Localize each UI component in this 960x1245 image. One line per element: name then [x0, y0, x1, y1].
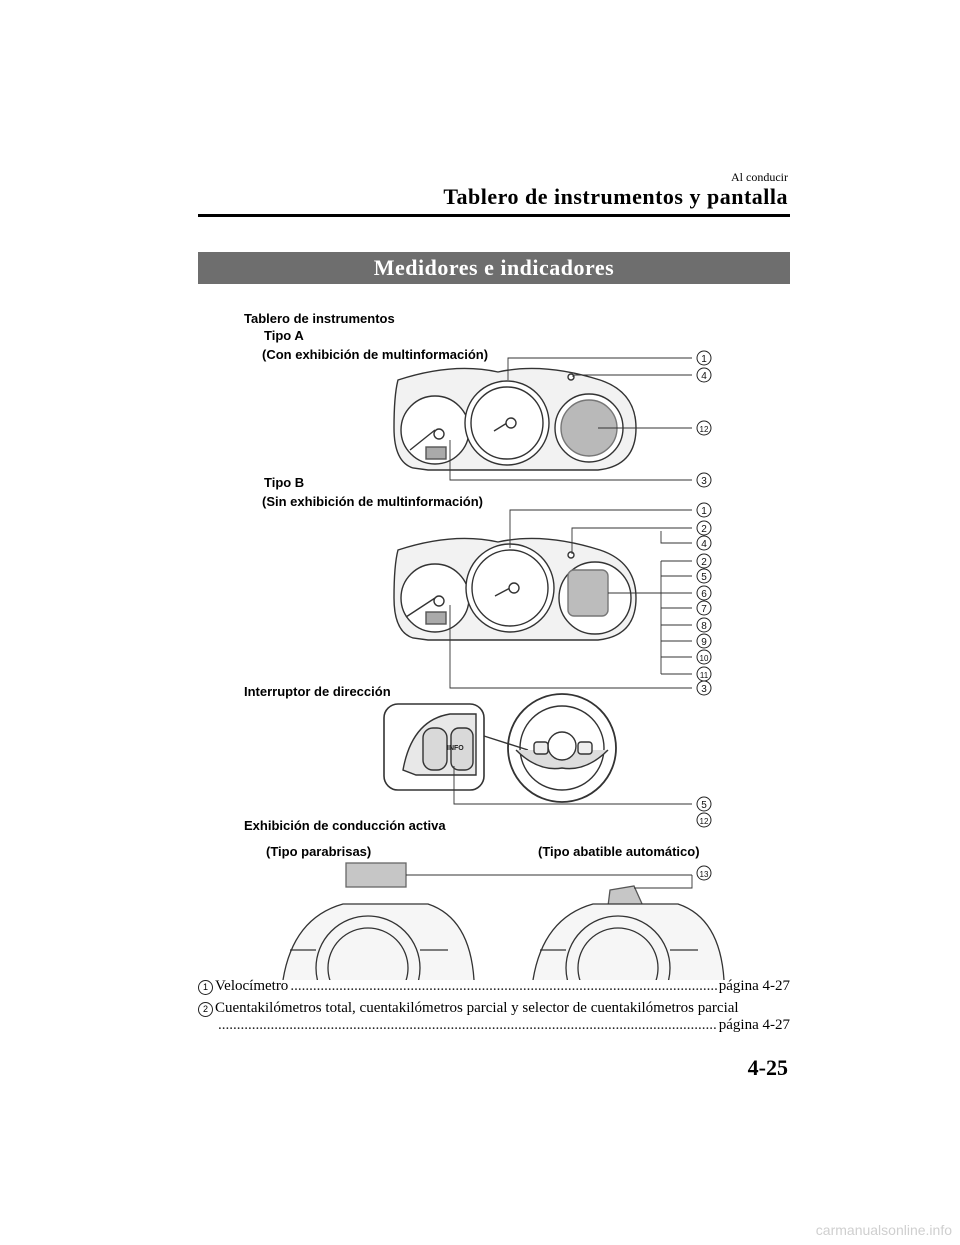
svg-text:13: 13: [700, 870, 709, 879]
svg-text:10: 10: [700, 654, 709, 663]
svg-text:3: 3: [701, 476, 707, 487]
svg-text:4: 4: [701, 371, 707, 382]
item-speedometer: 1 Velocímetro ..........................…: [198, 978, 790, 995]
svg-text:8: 8: [701, 621, 707, 632]
callout-a-1: 1: [696, 350, 712, 366]
svg-text:1: 1: [701, 354, 707, 365]
leader-dots: ........................................…: [290, 978, 717, 994]
callout-switch-12: 12: [696, 812, 712, 828]
callout-a-3: 3: [696, 472, 712, 488]
svg-text:2: 2: [701, 557, 707, 568]
callout-b-3: 3: [696, 680, 712, 696]
leader-dots: ........................................…: [218, 1017, 717, 1033]
callout-b-6: 6: [696, 585, 712, 601]
callout-b-8: 8: [696, 617, 712, 633]
info-button: INFO: [447, 745, 464, 752]
item-odometer: 2 Cuentakilómetros total, cuentakilómetr…: [198, 1000, 790, 1034]
callout-hud-13: 13: [696, 865, 712, 881]
page-number: 4-25: [747, 1055, 788, 1080]
svg-text:5: 5: [701, 800, 707, 811]
header-rule: [198, 214, 790, 217]
svg-text:12: 12: [700, 817, 709, 826]
callout-a-12: 12: [696, 420, 712, 436]
callout-b-1: 1: [696, 502, 712, 518]
section-banner: Medidores e indicadores: [198, 252, 790, 284]
hud-popup-illustration: [532, 885, 725, 980]
callout-b-2b: 2: [696, 553, 712, 569]
callout-switch-5: 5: [696, 796, 712, 812]
svg-text:12: 12: [700, 425, 709, 434]
callout-b-5: 5: [696, 568, 712, 584]
callout-b-4: 4: [696, 535, 712, 551]
svg-text:7: 7: [701, 604, 707, 615]
instrument-cluster-figure: Tablero de instrumentos Tipo A (Con exhi…: [244, 311, 725, 980]
callout-b-11: 11: [696, 666, 712, 682]
svg-text:1: 1: [701, 506, 707, 517]
popup-type-label: (Tipo abatible automático): [538, 844, 700, 859]
section-title: Al conducir: [731, 170, 788, 184]
svg-text:11: 11: [700, 671, 709, 680]
callout-b-2: 2: [696, 520, 712, 536]
item-page: página 4-27: [718, 978, 790, 994]
svg-text:2: 2: [701, 524, 707, 535]
active-display-label: Exhibición de conducción activa: [244, 818, 446, 833]
callout-b-7: 7: [696, 600, 712, 616]
cluster-type-b: [393, 537, 637, 641]
cluster-title: Tablero de instrumentos: [244, 311, 395, 326]
item-page: página 4-27: [718, 1017, 790, 1033]
svg-text:3: 3: [701, 684, 707, 695]
item-text: Cuentakilómetros total, cuentakilómetros…: [215, 1000, 739, 1016]
item-text: Velocímetro: [215, 978, 289, 994]
callout-a-4: 4: [696, 367, 712, 383]
svg-text:6: 6: [701, 589, 707, 600]
steering-switch-label: Interruptor de dirección: [244, 684, 391, 699]
callout-b-9: 9: [696, 633, 712, 649]
callout-b-10: 10: [696, 649, 712, 665]
hud-windshield-illustration: [282, 862, 475, 980]
svg-text:5: 5: [701, 572, 707, 583]
steering-switch-illustration: INFO: [383, 693, 617, 803]
cluster-type-a: [393, 367, 637, 471]
windshield-type-label: (Tipo parabrisas): [266, 844, 371, 859]
watermark: carmanualsonline.info: [815, 1222, 952, 1238]
type-a-note: (Con exhibición de multinformación): [262, 347, 488, 362]
type-a-label: Tipo A: [264, 328, 304, 343]
svg-text:9: 9: [701, 637, 707, 648]
type-b-label: Tipo B: [264, 475, 304, 490]
chapter-title: Tablero de instrumentos y pantalla: [443, 184, 788, 209]
item-number: 2: [198, 1002, 213, 1017]
item-number: 1: [198, 980, 213, 995]
type-b-note: (Sin exhibición de multinformación): [262, 494, 483, 509]
svg-text:4: 4: [701, 539, 707, 550]
